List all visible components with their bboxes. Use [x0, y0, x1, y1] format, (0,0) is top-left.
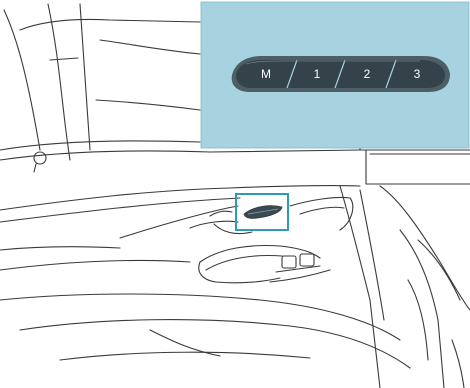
memory-button-2-label: 2 [364, 67, 371, 81]
memory-button-3-label: 3 [414, 67, 421, 81]
memory-button-1[interactable]: 1 [314, 67, 321, 81]
memory-button-m-label: M [261, 67, 271, 81]
memory-button-2[interactable]: 2 [364, 67, 371, 81]
memory-button-m[interactable]: M [261, 67, 271, 81]
memory-button-1-label: 1 [314, 67, 321, 81]
memory-button-3[interactable]: 3 [414, 67, 421, 81]
door-memory-button-miniature [244, 206, 282, 219]
